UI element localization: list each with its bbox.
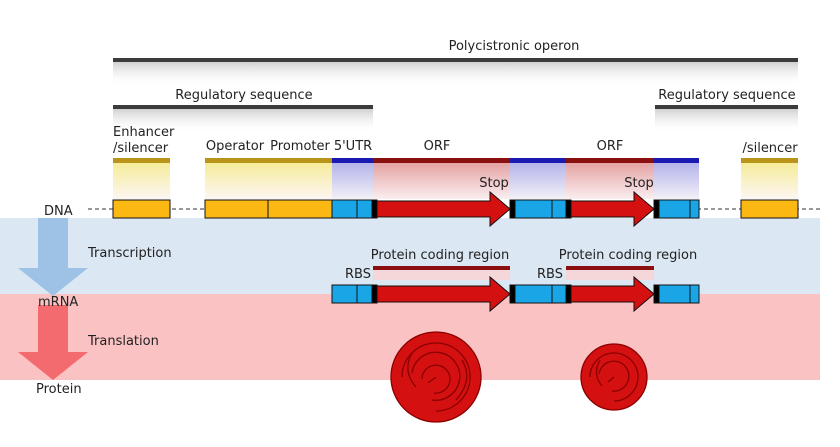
orf1-label: ORF: [424, 139, 451, 154]
operon-shadow: [113, 62, 798, 86]
mrna-stop-mark-2: [653, 284, 660, 304]
regulatory-left-label: Regulatory sequence: [175, 88, 312, 103]
orf2-label: ORF: [597, 139, 624, 154]
mrna-to-protein-arrow: [18, 305, 88, 380]
utr3-box-a: [658, 199, 691, 219]
start-mark-2: [565, 199, 572, 219]
regulatory-right-label: Regulatory sequence: [658, 88, 795, 103]
operator-box: [204, 199, 269, 219]
mrna-intergenic-box-b: [551, 284, 567, 304]
promoter-box: [267, 199, 333, 219]
protein-coding-bar-2: [566, 266, 654, 270]
mrna-orf1-arrow: [376, 275, 511, 313]
orf1-arrow: [376, 190, 511, 228]
transcription-label: Transcription: [87, 246, 172, 261]
rbs2-label: RBS: [537, 267, 563, 282]
mrna-start-mark-1: [371, 284, 378, 304]
mrna-utr5-box-a: [331, 284, 358, 304]
utr3-box-b: [689, 199, 700, 219]
dna-to-mrna-arrow: [18, 218, 88, 296]
enhancer-label-line1: Enhancer: [113, 125, 175, 140]
region-header-bars: [113, 158, 798, 199]
operon-title: Polycistronic operon: [449, 39, 580, 54]
protein-coding-bar-1: [373, 266, 510, 270]
stop1-label: Stop: [479, 176, 509, 191]
protein-2: [580, 343, 648, 411]
utr5-box-a: [331, 199, 358, 219]
protein-1: [390, 331, 482, 423]
protein-coding-label-1: Protein coding region: [371, 248, 509, 263]
utr5-label: 5'UTR: [334, 139, 372, 154]
operator-label: Operator: [206, 139, 265, 154]
stop2-label: Stop: [624, 176, 654, 191]
start-mark-1: [371, 199, 378, 219]
stop-mark-1: [509, 199, 516, 219]
regulatory-left-bar: [113, 105, 373, 109]
mrna-utr3-box-b: [689, 284, 700, 304]
mrna-utr5-box-b: [356, 284, 373, 304]
transcription-band: [0, 218, 820, 294]
operon-bar: [113, 58, 798, 62]
dna-elements: [112, 190, 799, 228]
promoter-label: Promoter: [270, 139, 330, 154]
intergenic-box-b: [551, 199, 567, 219]
enhancer-box: [112, 199, 171, 219]
mrna-intergenic-box-a: [514, 284, 553, 304]
stop-mark-2: [653, 199, 660, 219]
mrna-label: mRNA: [38, 295, 78, 310]
mrna-start-mark-2: [565, 284, 572, 304]
mrna-orf2-arrow: [570, 275, 655, 313]
orf2-arrow: [570, 190, 655, 228]
utr5-box-b: [356, 199, 373, 219]
rbs1-label: RBS: [345, 267, 371, 282]
enhancer-label-line2: /silencer: [113, 141, 169, 156]
silencer-box: [740, 199, 799, 219]
protein-coding-shadow-1: [373, 270, 510, 280]
translation-label: Translation: [87, 334, 159, 349]
regulatory-left-shadow: [113, 109, 373, 133]
intergenic-box-a: [514, 199, 553, 219]
regulatory-right-shadow: [655, 109, 798, 133]
silencer-right-label: /silencer: [742, 141, 798, 156]
protein-coding-shadow-2: [566, 270, 654, 280]
mrna-elements: [331, 275, 700, 313]
protein-label: Protein: [36, 382, 82, 397]
mrna-stop-mark-1: [509, 284, 516, 304]
regulatory-right-bar: [655, 105, 798, 109]
dna-label: DNA: [44, 204, 73, 219]
mrna-utr3-box-a: [658, 284, 691, 304]
protein-coding-label-2: Protein coding region: [559, 248, 697, 263]
